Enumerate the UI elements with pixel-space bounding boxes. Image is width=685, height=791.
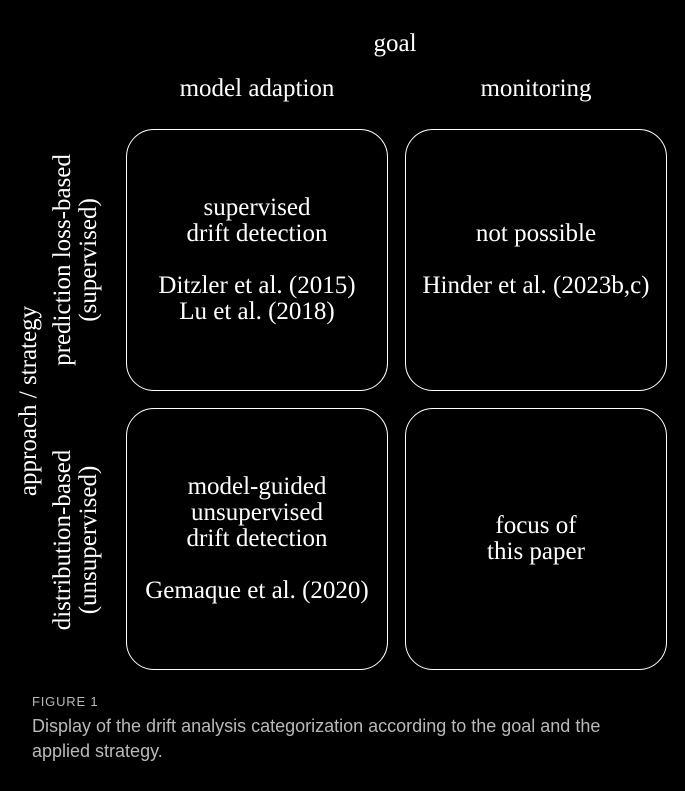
row-header-distribution-based: distribution-based (unsupervised) bbox=[49, 449, 102, 631]
cell-title-line: drift detection bbox=[186, 525, 328, 552]
row-header-line: prediction loss-based bbox=[49, 154, 76, 366]
row-header-line: (supervised) bbox=[75, 198, 102, 322]
figure-label: FIGURE 1 bbox=[32, 694, 99, 709]
cell-model-guided-unsupervised: model-guided unsupervised drift detectio… bbox=[126, 408, 388, 670]
cell-reference: Gemaque et al. (2020) bbox=[145, 577, 369, 604]
cell-title-line: model-guided bbox=[187, 473, 327, 500]
cell-title-line: drift detection bbox=[186, 220, 328, 247]
goal-axis-label: goal bbox=[373, 30, 417, 57]
row-header-prediction-loss-based: prediction loss-based (supervised) bbox=[49, 154, 102, 366]
row-header-line: distribution-based bbox=[49, 449, 76, 631]
approach-axis-label: approach / strategy bbox=[15, 305, 42, 497]
cell-title-line: focus of bbox=[495, 512, 577, 539]
cell-title-line: supervised bbox=[203, 194, 311, 221]
column-header-model-adaption: model adaption bbox=[179, 75, 335, 102]
figure-caption: Display of the drift analysis categoriza… bbox=[32, 716, 601, 761]
cell-supervised-drift-detection: supervised drift detection Ditzler et al… bbox=[126, 129, 388, 391]
cell-title-line: not possible bbox=[475, 220, 597, 247]
cell-reference: Hinder et al. (2023b,c) bbox=[422, 272, 650, 299]
cell-title-line: this paper bbox=[487, 538, 585, 565]
cell-focus-of-this-paper: focus of this paper bbox=[405, 408, 667, 670]
column-header-monitoring: monitoring bbox=[480, 75, 592, 102]
cell-reference: Ditzler et al. (2015) bbox=[158, 272, 356, 299]
cell-title-line: unsupervised bbox=[191, 499, 323, 526]
cell-reference: Lu et al. (2018) bbox=[179, 298, 335, 325]
row-header-line: (unsupervised) bbox=[75, 465, 102, 615]
cell-not-possible: not possible Hinder et al. (2023b,c) bbox=[405, 129, 667, 391]
